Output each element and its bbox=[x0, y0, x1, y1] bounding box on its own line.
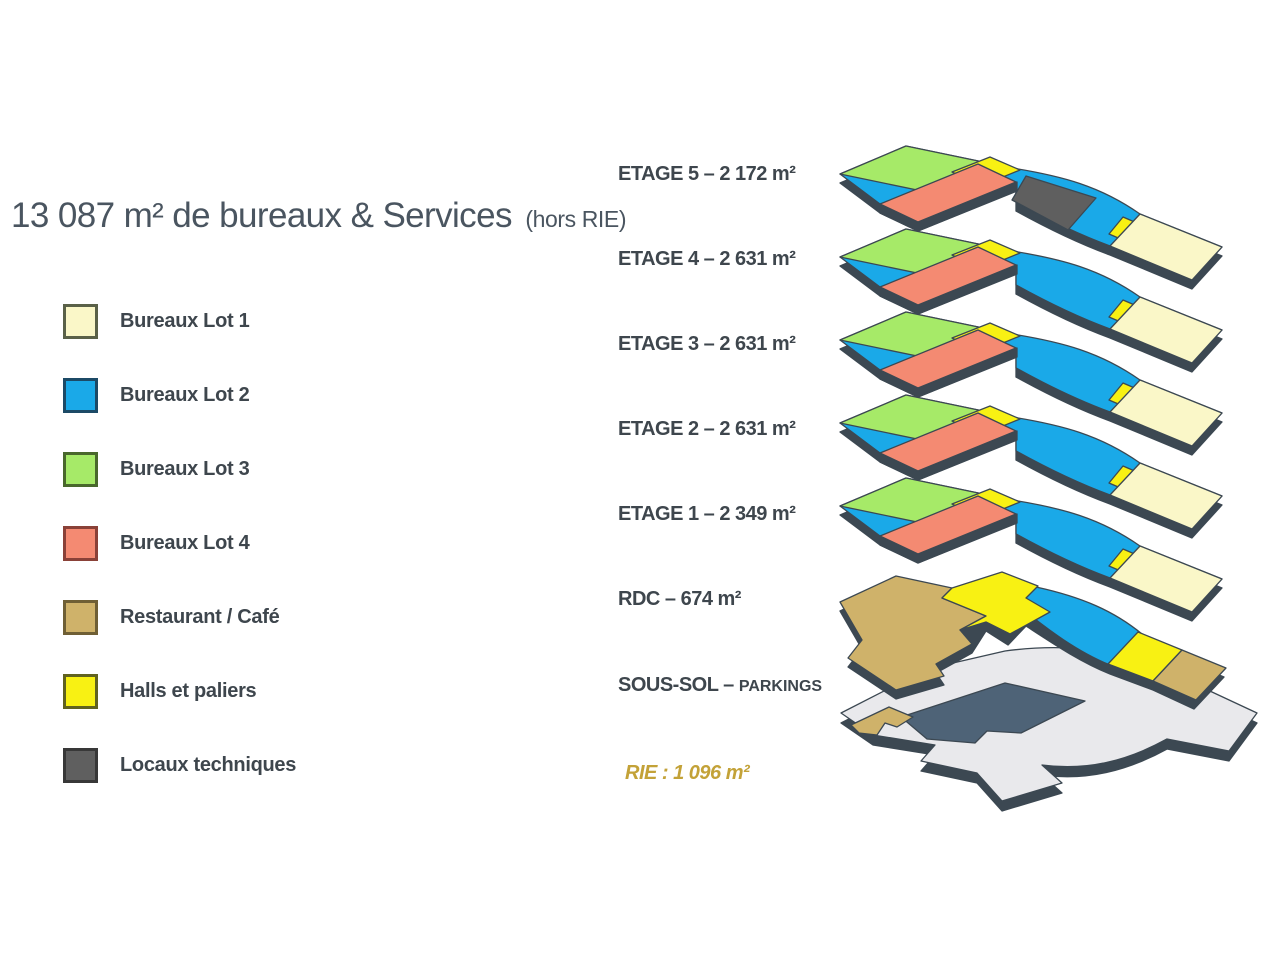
floor-label-rdc: RDC – 674 m² bbox=[618, 588, 741, 610]
legend-swatch-bureaux-lot-4 bbox=[63, 526, 98, 561]
zone-restaurant-cafe-right bbox=[1152, 649, 1227, 701]
floor-label-sous-sol: SOUS-SOL – PARKINGS bbox=[618, 674, 822, 697]
page-title-note: (hors RIE) bbox=[525, 206, 627, 232]
legend-label: Bureaux Lot 2 bbox=[120, 384, 250, 406]
legend-item-locaux-techniques: Locaux techniques bbox=[63, 745, 296, 786]
floor-rdc-slab bbox=[839, 571, 1227, 710]
floor-label-sous-sol-suffix: PARKINGS bbox=[738, 678, 823, 695]
zone-locaux-techniques-sous-sol bbox=[900, 682, 1086, 744]
legend-label: Bureaux Lot 4 bbox=[120, 532, 250, 554]
legend-label: Locaux techniques bbox=[120, 754, 297, 776]
zone-locaux-techniques-etage-5 bbox=[1011, 175, 1097, 231]
floor-label-etage-2: ETAGE 2 – 2 631 m² bbox=[618, 418, 796, 440]
page-title: 13 087 m² de bureaux & Services (hors RI… bbox=[11, 196, 627, 236]
legend-swatch-locaux-techniques bbox=[63, 748, 98, 783]
legend-label: Bureaux Lot 3 bbox=[120, 458, 250, 480]
floor-label-etage-5: ETAGE 5 – 2 172 m² bbox=[618, 163, 796, 185]
legend-item-bureaux-lot-3: Bureaux Lot 3 bbox=[63, 449, 296, 490]
legend-swatch-halls-et-paliers bbox=[63, 674, 98, 709]
zone-hall-rdc bbox=[941, 571, 1051, 635]
floor-label-etage-1: ETAGE 1 – 2 349 m² bbox=[618, 503, 796, 525]
legend-label: Restaurant / Café bbox=[120, 606, 280, 628]
floor-etage-5-slab bbox=[839, 145, 1223, 290]
legend-swatch-bureaux-lot-2 bbox=[63, 378, 98, 413]
legend-item-bureaux-lot-1: Bureaux Lot 1 bbox=[63, 301, 296, 342]
legend-swatch-bureaux-lot-3 bbox=[63, 452, 98, 487]
floor-label-etage-4: ETAGE 4 – 2 631 m² bbox=[618, 248, 796, 270]
legend-item-bureaux-lot-4: Bureaux Lot 4 bbox=[63, 523, 296, 564]
legend-label: Halls et paliers bbox=[120, 680, 257, 702]
legend-label: Bureaux Lot 1 bbox=[120, 310, 250, 332]
legend: Bureaux Lot 1 Bureaux Lot 2 Bureaux Lot … bbox=[63, 301, 296, 819]
legend-item-halls-et-paliers: Halls et paliers bbox=[63, 671, 296, 712]
legend-swatch-bureaux-lot-1 bbox=[63, 304, 98, 339]
zone-rie bbox=[850, 706, 914, 736]
floor-label-etage-3: ETAGE 3 – 2 631 m² bbox=[618, 333, 796, 355]
legend-item-bureaux-lot-2: Bureaux Lot 2 bbox=[63, 375, 296, 416]
legend-swatch-restaurant-cafe bbox=[63, 600, 98, 635]
page-title-main: 13 087 m² de bureaux & Services bbox=[11, 196, 512, 235]
legend-item-restaurant-cafe: Restaurant / Café bbox=[63, 597, 296, 638]
floor-label-rie: RIE : 1 096 m² bbox=[625, 762, 750, 784]
building-stack-diagram bbox=[839, 145, 1258, 812]
floor-label-sous-sol-text: SOUS-SOL – bbox=[618, 674, 739, 696]
